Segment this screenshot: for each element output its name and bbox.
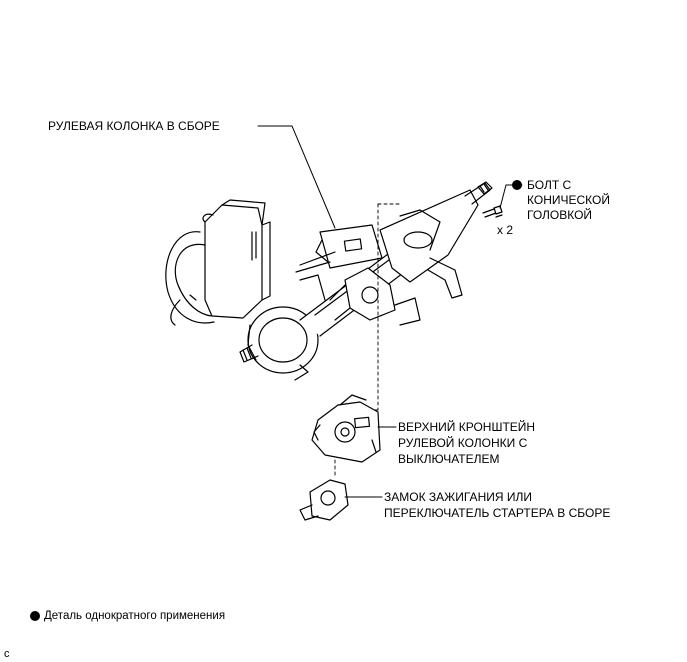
filled-circle-icon (30, 611, 40, 621)
label-bracket-line1: ВЕРХНИЙ КРОНШТЕЙН (398, 420, 536, 434)
ignition-switch-assembly (299, 479, 349, 521)
label-ignition-line1: ЗАМОК ЗАЖИГАНИЯ ИЛИ (384, 490, 532, 504)
legend: Деталь однократного применения (30, 610, 225, 622)
label-ignition-line2: ПЕРЕКЛЮЧАТЕЛЬ СТАРТЕРА В СБОРЕ (384, 506, 611, 520)
single-use-marker-icon (512, 180, 522, 190)
label-column-assembly: РУЛЕВАЯ КОЛОНКА В СБОРЕ (48, 119, 220, 133)
legend-text: Деталь однократного применения (44, 610, 226, 622)
steering-column-assembly (165, 181, 493, 381)
label-bolt-line3: ГОЛОВКОЙ (527, 208, 593, 222)
label-bolt-line1: БОЛТ С (527, 178, 572, 192)
tapered-head-bolts (482, 205, 503, 218)
corner-mark: c (4, 648, 10, 660)
label-bracket-line2: РУЛЕВОЙ КОЛОНКИ С (398, 436, 528, 450)
upper-bracket-with-switch (311, 394, 381, 463)
label-bracket-line3: ВЫКЛЮЧАТЕЛЕМ (398, 452, 500, 466)
label-bolt-quantity: x 2 (497, 223, 514, 237)
label-bolt-line2: КОНИЧЕСКОЙ (527, 193, 610, 207)
